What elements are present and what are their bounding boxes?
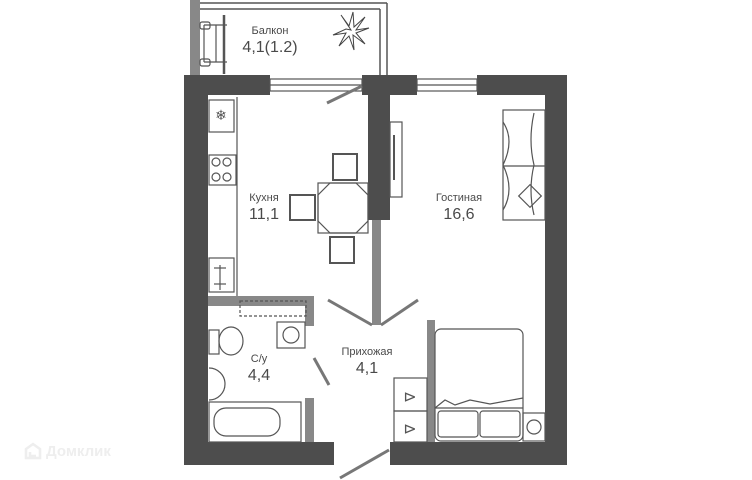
room-area: 4,4 bbox=[247, 367, 271, 384]
room-name: Гостиная bbox=[435, 192, 483, 204]
windows bbox=[269, 78, 478, 92]
dining-table bbox=[289, 153, 369, 264]
walls bbox=[184, 75, 567, 465]
svg-text:⊳: ⊳ bbox=[403, 421, 416, 438]
room-name: Балкон bbox=[251, 25, 289, 37]
room-label-living: Гостиная 16,6 bbox=[436, 191, 482, 225]
room-name: Прихожая bbox=[341, 346, 393, 358]
plant-icon bbox=[332, 11, 370, 51]
drying-rack-icon bbox=[199, 15, 227, 74]
tv-stand bbox=[389, 121, 403, 198]
svg-text:⊳: ⊳ bbox=[403, 389, 416, 406]
room-area: 16,6 bbox=[443, 206, 475, 223]
room-area: 4,1 bbox=[355, 360, 379, 377]
room-area: 11,1 bbox=[249, 206, 279, 223]
bathroom-fixtures bbox=[208, 300, 307, 443]
room-name: С/у bbox=[250, 353, 268, 365]
watermark: Домклик bbox=[24, 442, 111, 460]
room-area: 4,1(1.2) bbox=[242, 39, 298, 56]
room-label-kitchen: Кухня 11,1 bbox=[249, 191, 279, 225]
room-label-bathroom: С/у 4,4 bbox=[248, 352, 270, 386]
room-label-hallway: Прихожая 4,1 bbox=[342, 345, 393, 379]
sofa bbox=[502, 109, 546, 221]
fridge-icon: ❄ bbox=[215, 107, 227, 123]
watermark-text: Домклик bbox=[46, 442, 111, 460]
kitchen-counter: ❄ bbox=[208, 97, 238, 296]
partitions bbox=[208, 220, 435, 442]
coat-hangers: ⊳ ⊳ bbox=[393, 377, 428, 443]
room-name: Кухня bbox=[249, 192, 279, 204]
bed bbox=[434, 328, 546, 442]
balcony-outline bbox=[190, 0, 388, 75]
door-swings bbox=[312, 84, 419, 480]
domclick-logo-icon bbox=[24, 442, 42, 460]
room-label-balcony: Балкон 4,1(1.2) bbox=[242, 24, 297, 58]
